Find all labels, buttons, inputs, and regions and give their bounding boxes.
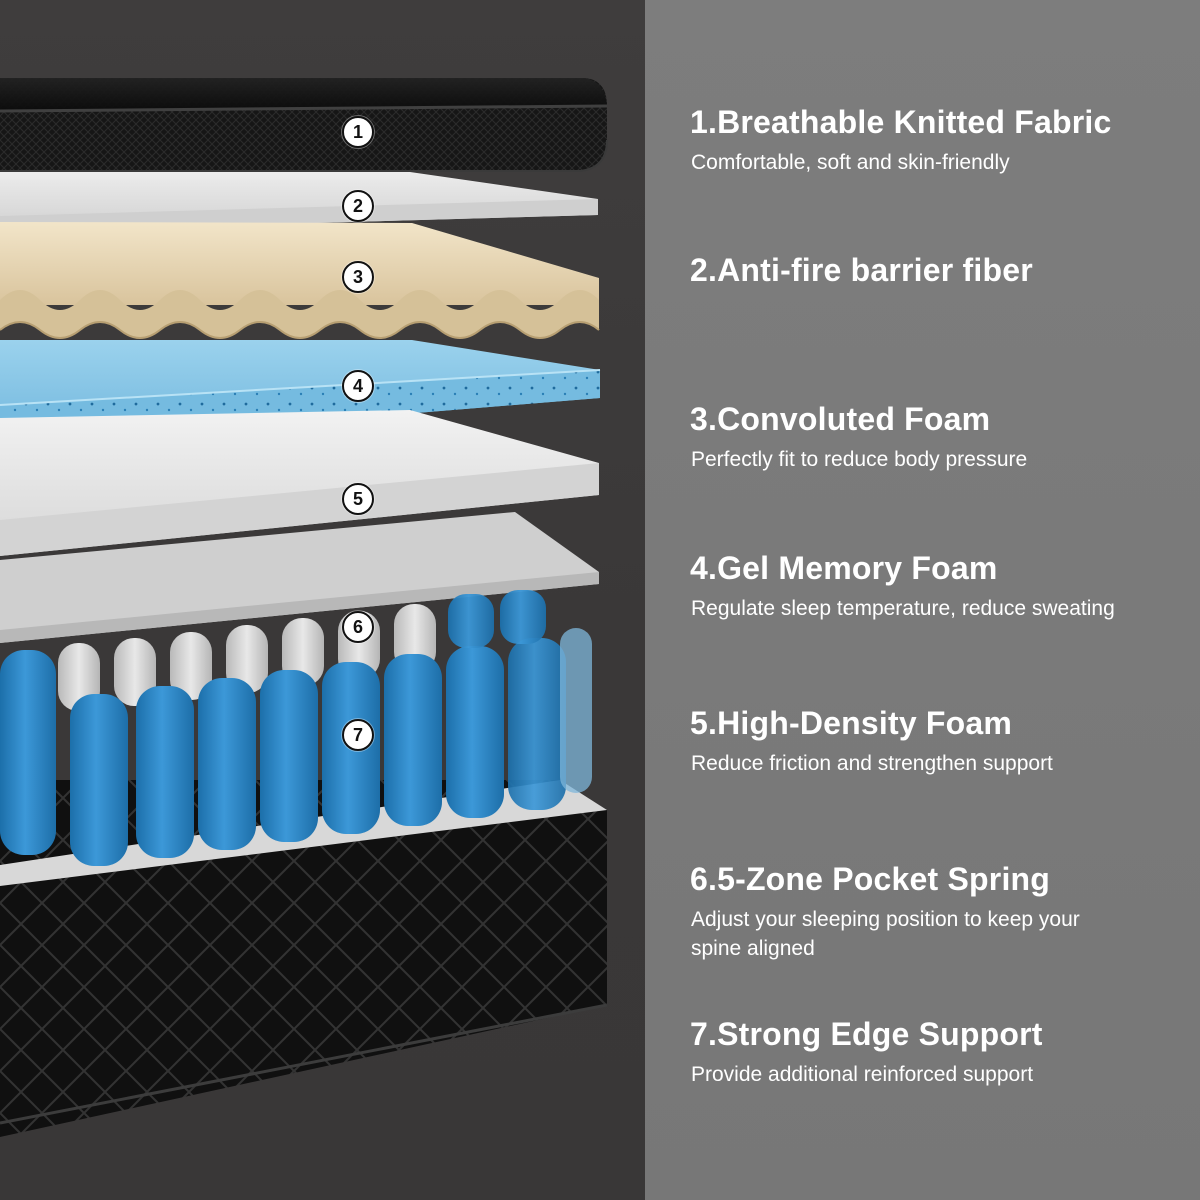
feature-item: 2.Anti-fire barrier fiber bbox=[690, 252, 1180, 296]
feature-description: Comfortable, soft and skin-friendly bbox=[691, 151, 1010, 174]
feature-description: Reduce friction and strengthen support bbox=[691, 752, 1053, 775]
layer-marker: 4 bbox=[342, 370, 374, 402]
feature-title: 6.5-Zone Pocket Spring bbox=[690, 861, 1051, 897]
feature-panel bbox=[645, 0, 1200, 1200]
feature-title: 4.Gel Memory Foam bbox=[690, 550, 998, 586]
feature-item: 6.5-Zone Pocket Spring Adjust your sleep… bbox=[690, 861, 1180, 963]
layer-marker: 6 bbox=[342, 611, 374, 643]
mattress-layers-illustration bbox=[0, 78, 608, 1137]
feature-description: Regulate sleep temperature, reduce sweat… bbox=[691, 597, 1115, 620]
feature-item: 5.High-Density Foam Reduce friction and … bbox=[690, 705, 1180, 778]
feature-item: 1.Breathable Knitted Fabric Comfortable,… bbox=[690, 104, 1180, 177]
feature-description: Adjust your sleeping position to keep yo… bbox=[691, 908, 1080, 960]
feature-description: Provide additional reinforced support bbox=[691, 1063, 1034, 1086]
feature-title: 3.Convoluted Foam bbox=[690, 401, 991, 437]
layer-marker: 1 bbox=[342, 116, 374, 148]
feature-item: 4.Gel Memory Foam Regulate sleep tempera… bbox=[690, 550, 1180, 623]
feature-title: 7.Strong Edge Support bbox=[690, 1016, 1043, 1052]
feature-item: 7.Strong Edge Support Provide additional… bbox=[690, 1016, 1180, 1089]
layer-marker: 5 bbox=[342, 483, 374, 515]
layer-marker: 3 bbox=[342, 261, 374, 293]
feature-item: 3.Convoluted Foam Perfectly fit to reduc… bbox=[690, 401, 1180, 474]
feature-title: 2.Anti-fire barrier fiber bbox=[690, 252, 1033, 288]
feature-description: Perfectly fit to reduce body pressure bbox=[691, 448, 1028, 471]
feature-title: 1.Breathable Knitted Fabric bbox=[690, 104, 1112, 140]
feature-title: 5.High-Density Foam bbox=[690, 705, 1013, 741]
layer-marker: 7 bbox=[342, 719, 374, 751]
layer-marker: 2 bbox=[342, 190, 374, 222]
